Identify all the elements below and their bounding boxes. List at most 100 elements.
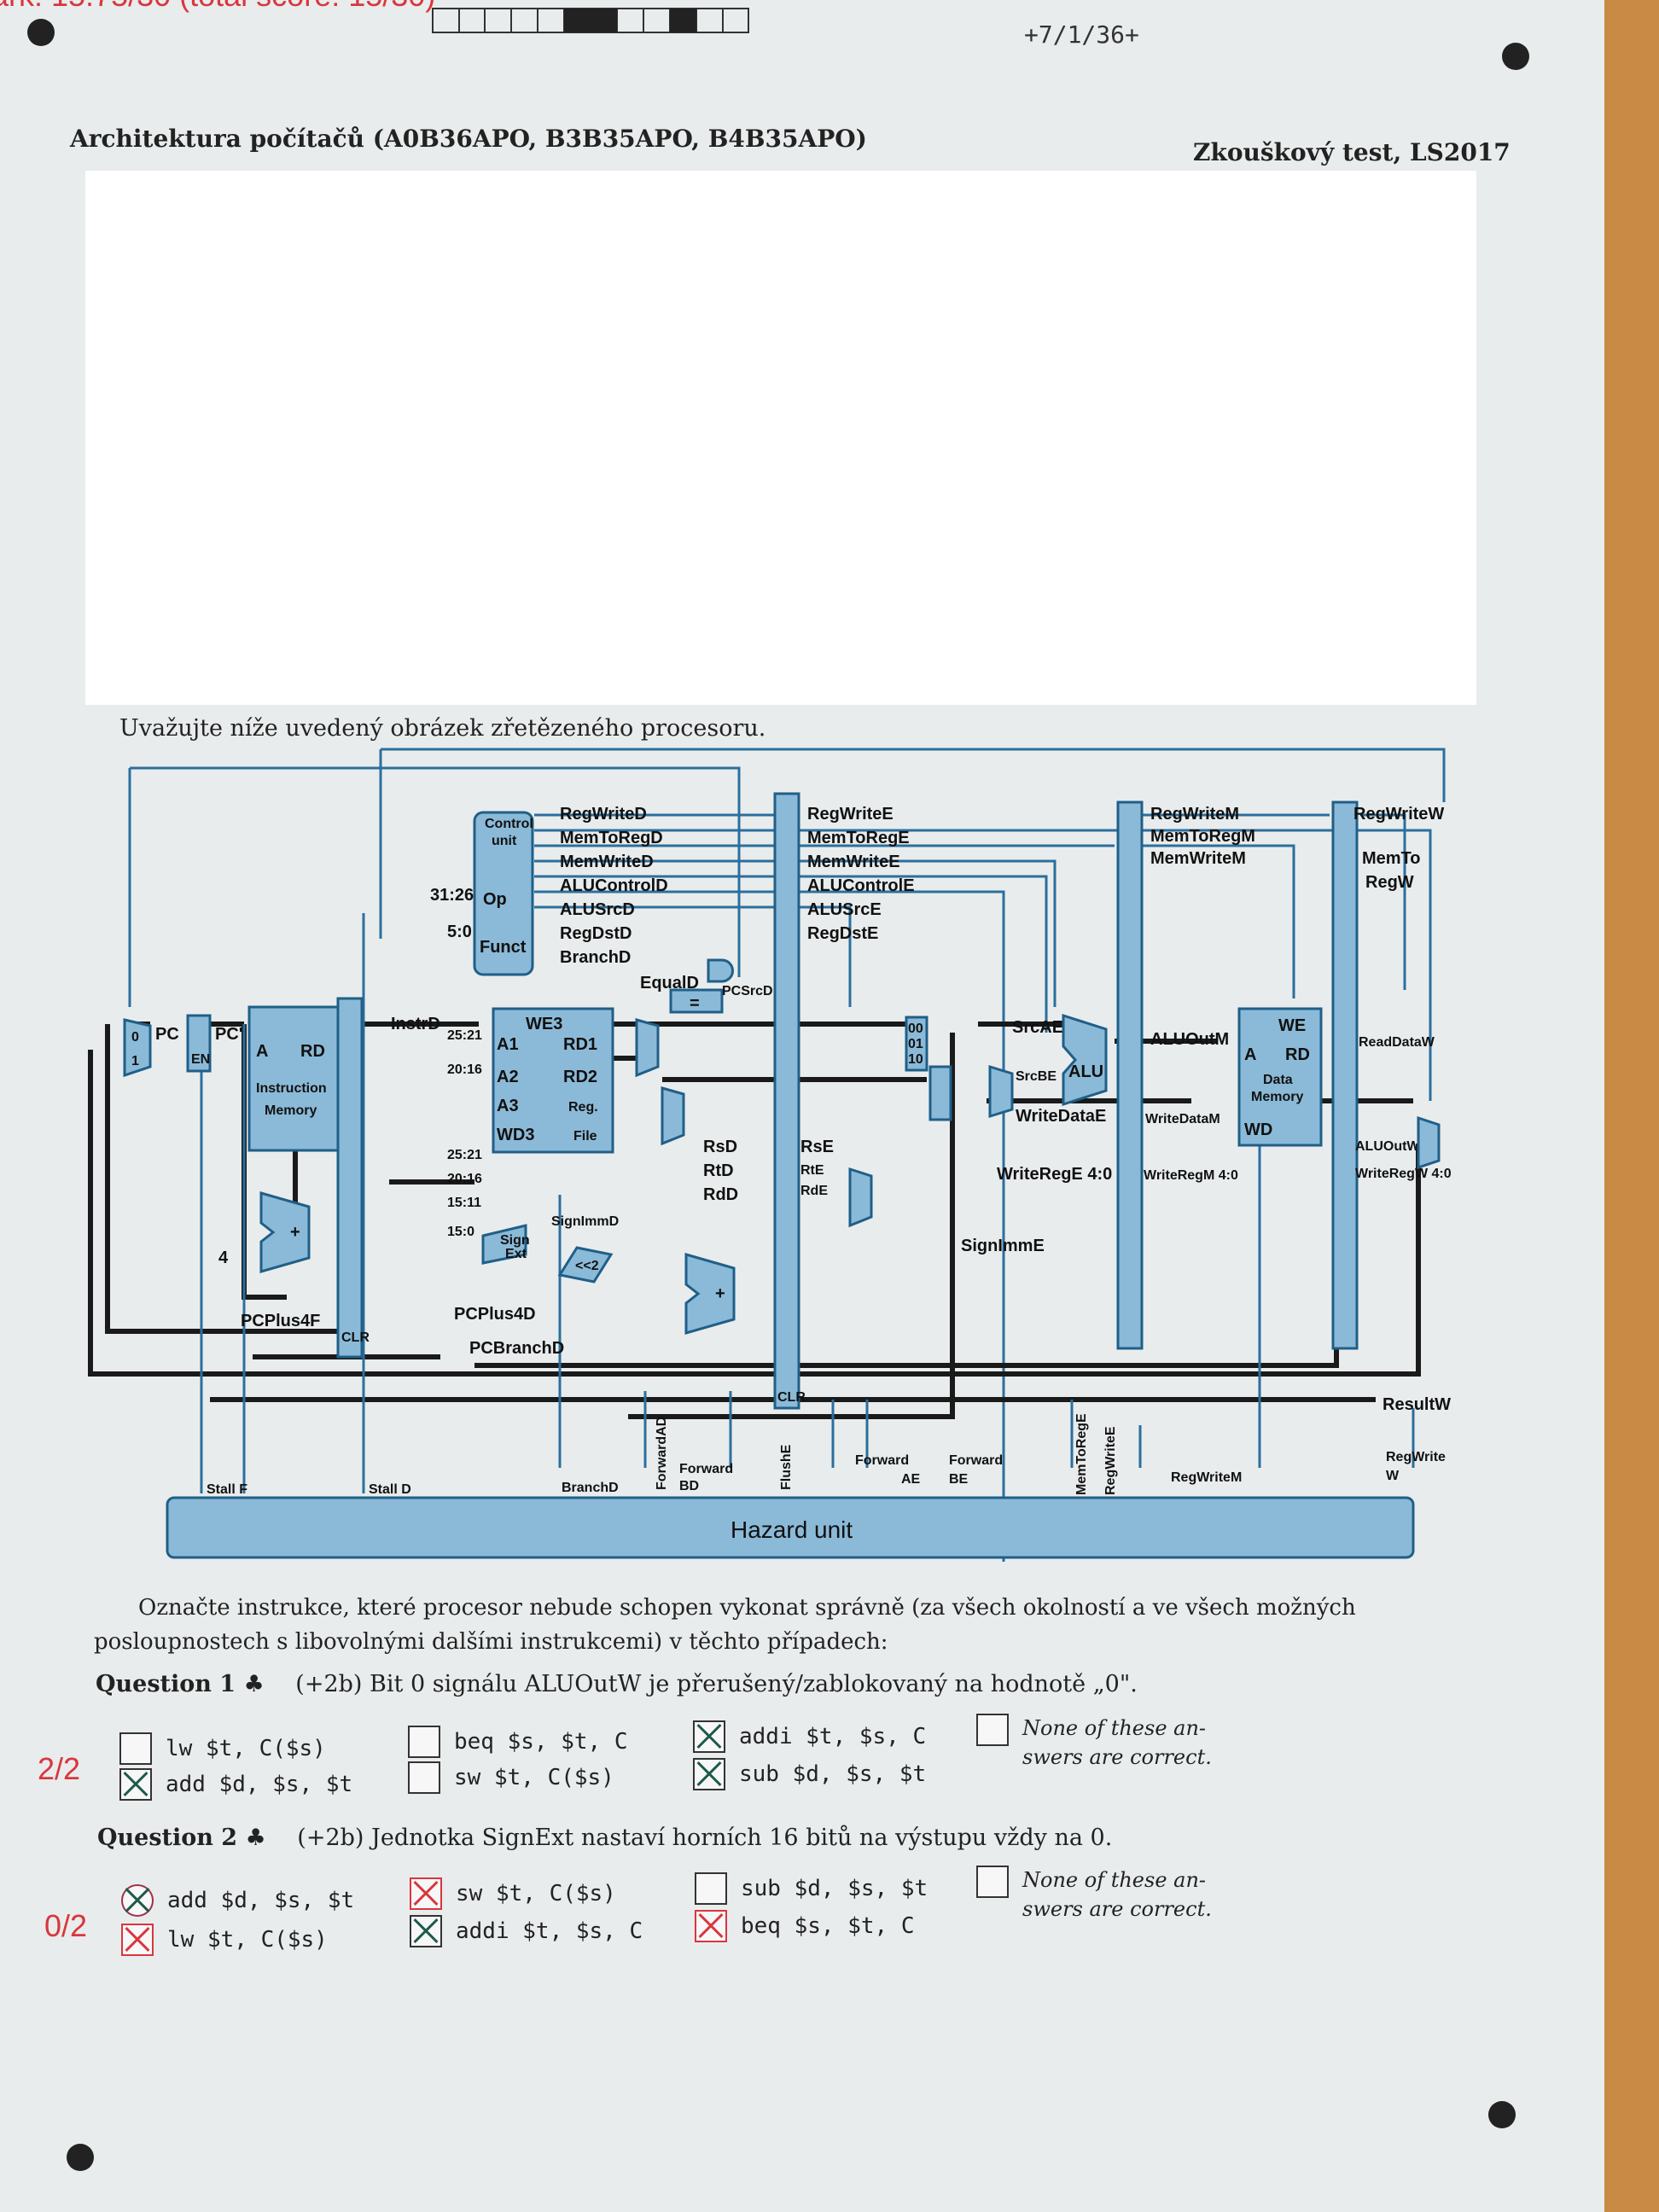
hazard-unit — [166, 1496, 1415, 1559]
q2-option-beq[interactable]: beq $s, $t, C — [695, 1910, 915, 1942]
q2-option-add[interactable]: add $d, $s, $t — [121, 1884, 354, 1917]
dmem-we-label: WE — [1278, 1016, 1306, 1035]
mux-10-label: 10 — [908, 1052, 923, 1067]
hazard-signal-label: BD — [679, 1479, 699, 1493]
corner-marker-tr — [1502, 43, 1529, 70]
q1-option-lw[interactable]: lw $t, C($s) — [119, 1732, 326, 1765]
option-label: beq $s, $t, C — [454, 1729, 628, 1755]
idex-register — [773, 792, 800, 1410]
imem-a-label: A — [256, 1042, 268, 1061]
checkbox[interactable] — [695, 1872, 727, 1905]
checkbox[interactable] — [119, 1732, 152, 1765]
field-label: 20:16 — [447, 1062, 482, 1077]
checkbox[interactable] — [976, 1714, 1009, 1746]
dmem-name-label: Data — [1263, 1073, 1293, 1087]
pcplus4f-label: PCPlus4F — [241, 1312, 320, 1330]
option-label: lw $t, C($s) — [166, 1736, 326, 1761]
eq-label: = — [690, 994, 700, 1013]
forward-bd-mux — [661, 1086, 685, 1146]
m-signal-label: RegWriteM — [1150, 805, 1239, 824]
hazard-signal-label: Stall F — [207, 1482, 247, 1497]
four-label: 4 — [218, 1249, 229, 1267]
rf-a2-label: A2 — [497, 1068, 519, 1086]
shift-label: <<2 — [575, 1259, 599, 1273]
datapath-wires — [88, 1022, 1421, 1419]
writedatae-label: WriteDataE — [1016, 1107, 1106, 1126]
q2-option-addi[interactable]: addi $t, $s, C — [410, 1915, 643, 1947]
question-2-title: Question 2 ♣ (+2b) Jednotka SignExt nast… — [97, 1825, 1112, 1851]
checkbox-checked[interactable] — [410, 1915, 442, 1947]
writedatam-label: WriteDataM — [1145, 1112, 1220, 1126]
aluoutm-label: ALUOutM — [1150, 1030, 1229, 1049]
w-signal-label: RegWriteW — [1353, 805, 1444, 824]
task-text: Označte instrukce, které procesor nebude… — [94, 1595, 1356, 1655]
instr-label: InstrD — [391, 1015, 440, 1033]
redacted-area — [85, 171, 1476, 705]
d-signal-label: MemWriteD — [560, 853, 654, 871]
pc-register — [186, 1014, 212, 1073]
hazard-signal-label: RegWrite — [1386, 1450, 1446, 1464]
field-label: 25:21 — [447, 1148, 482, 1162]
q1-option-beq[interactable]: beq $s, $t, C — [408, 1726, 628, 1758]
q2-option-none[interactable]: None of these an-swers are correct. — [976, 1866, 1212, 1924]
data-memory — [1237, 1007, 1323, 1147]
checkbox-checked[interactable] — [693, 1720, 725, 1753]
op-label: Op — [483, 890, 507, 909]
question-2-label: Question 2 ♣ — [97, 1825, 266, 1851]
q1-option-addi[interactable]: addi $t, $s, C — [693, 1720, 926, 1753]
pipeline-svg: .w{stroke:#2a6f9e;stroke-width:3;fill:no… — [88, 748, 1452, 1596]
option-label: sub $d, $s, $t — [741, 1876, 928, 1901]
signimmd-label: SignImmD — [551, 1214, 619, 1229]
page-code: +7/1/36+ — [1024, 20, 1139, 49]
checkbox-checked[interactable] — [121, 1884, 154, 1917]
clr-label: CLR — [341, 1330, 370, 1345]
option-label: addi $t, $s, C — [739, 1724, 927, 1749]
id-box-strip — [432, 8, 749, 33]
checkbox[interactable] — [976, 1866, 1009, 1898]
option-label: add $d, $s, $t — [167, 1888, 355, 1913]
hazard-signal-label: Forward — [949, 1453, 1003, 1468]
alu-label: ALU — [1068, 1062, 1103, 1081]
question-2-text: (+2b) Jednotka SignExt nastaví horních 1… — [297, 1825, 1113, 1851]
question-1-score: 2/2 — [38, 1751, 81, 1786]
q2-option-sw[interactable]: sw $t, C($s) — [410, 1877, 616, 1910]
checkbox[interactable] — [408, 1726, 440, 1758]
checkbox[interactable] — [408, 1761, 440, 1794]
writerege-label: WriteRegE 4:0 — [997, 1165, 1112, 1184]
sign-label: Sign — [500, 1233, 530, 1248]
exmem-register — [1116, 800, 1144, 1350]
checkbox-checked[interactable] — [121, 1924, 154, 1956]
checkbox-checked[interactable] — [695, 1910, 727, 1942]
option-line-2: swers are correct. — [1022, 1745, 1212, 1769]
pc-label: PC — [155, 1025, 179, 1044]
shift-left-2 — [557, 1246, 614, 1284]
checkbox-checked[interactable] — [410, 1877, 442, 1910]
w-signal-label: RegW — [1365, 873, 1414, 892]
corner-marker-br — [1488, 2101, 1516, 2128]
hazard-signal-label: RegWriteM — [1171, 1470, 1242, 1485]
en-label: EN — [191, 1052, 210, 1067]
q1-option-none[interactable]: None of these an-swers are correct. — [976, 1714, 1212, 1772]
q2-option-sub[interactable]: sub $d, $s, $t — [695, 1872, 928, 1905]
question-1-label: Question 1 ♣ — [96, 1671, 265, 1697]
q1-option-add[interactable]: add $d, $s, $t — [119, 1768, 352, 1801]
q1-option-sub[interactable]: sub $d, $s, $t — [693, 1758, 926, 1790]
q1-option-sw[interactable]: sw $t, C($s) — [408, 1761, 614, 1794]
corner-marker-tl — [27, 19, 55, 46]
corner-marker-bl — [67, 2144, 94, 2171]
course-title: Architektura počítačů (A0B36APO, B3B35AP… — [70, 125, 867, 153]
plus-label: + — [290, 1223, 300, 1242]
field-label: 15:0 — [447, 1225, 474, 1239]
rf-rd2-label: RD2 — [563, 1068, 597, 1086]
bits-5-0-label: 5:0 — [447, 923, 472, 941]
hazard-signal-label: W — [1386, 1469, 1400, 1483]
pipeline-diagram: .w{stroke:#2a6f9e;stroke-width:3;fill:no… — [82, 742, 1464, 1596]
hazard-signal-label: Forward — [679, 1462, 733, 1476]
mux-01-label: 01 — [908, 1037, 923, 1051]
checkbox-checked[interactable] — [693, 1758, 725, 1790]
checkbox-checked[interactable] — [119, 1768, 152, 1801]
hazard-signal-label: MemToRegE — [1074, 1413, 1089, 1495]
q2-option-lw[interactable]: lw $t, C($s) — [121, 1924, 328, 1956]
d-signal-label: RegDstD — [560, 924, 632, 943]
plus-label: + — [715, 1284, 725, 1303]
